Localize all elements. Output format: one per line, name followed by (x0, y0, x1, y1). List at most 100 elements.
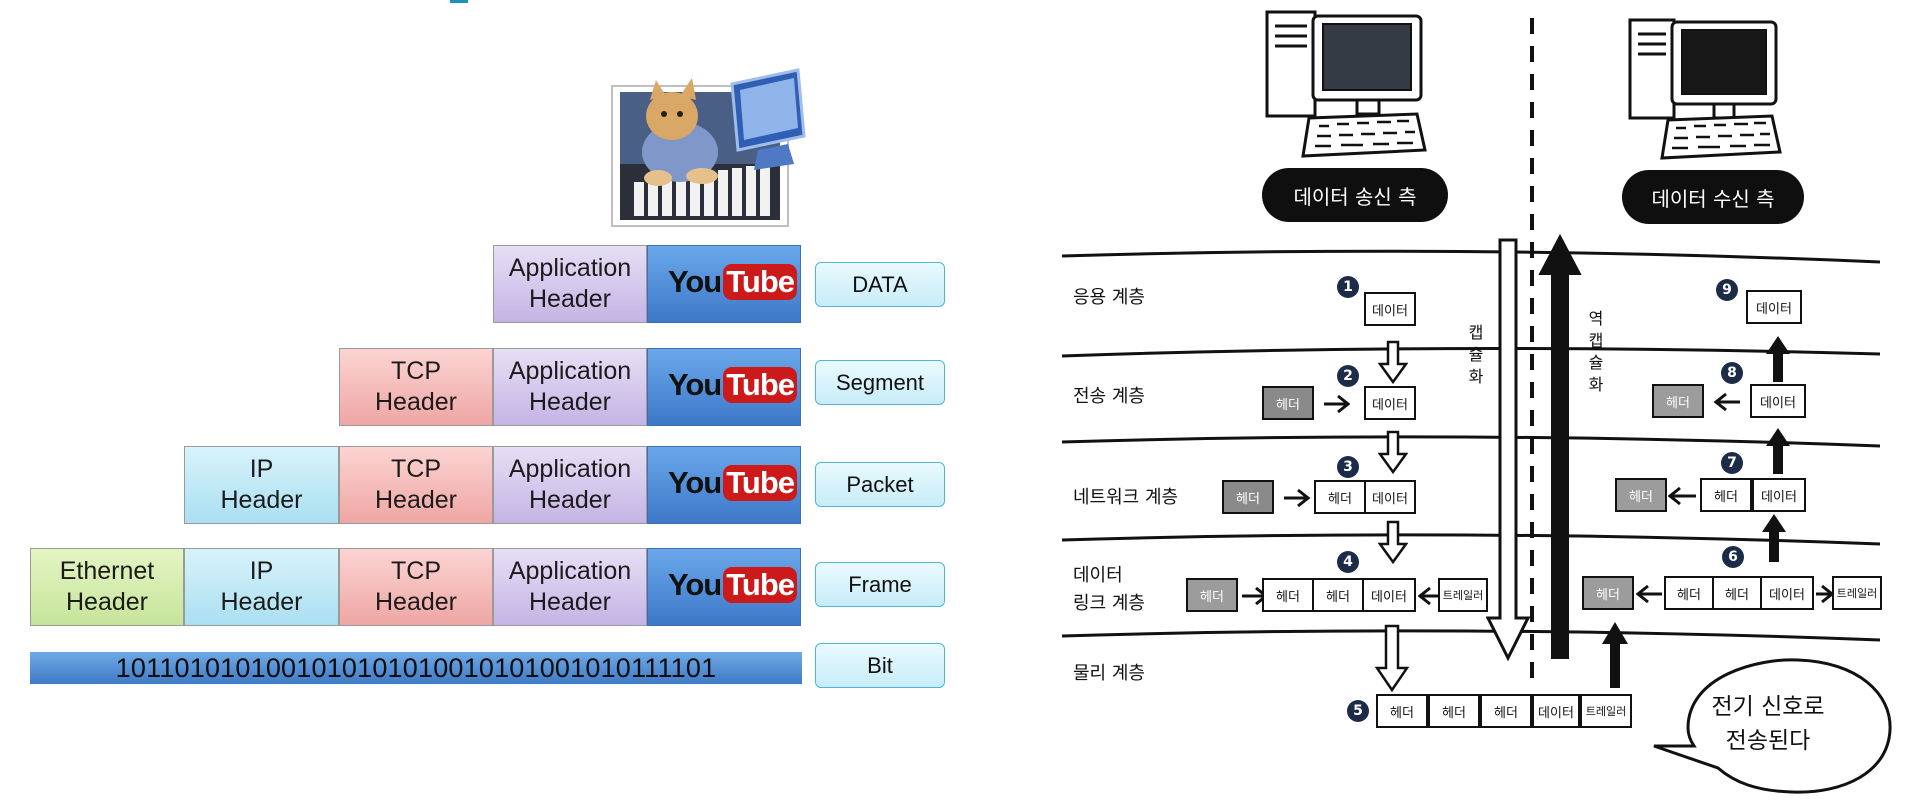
data-box: 데이터 (1362, 578, 1416, 612)
trailer-box: 트레일러 (1580, 694, 1632, 728)
step-badge: 3 (1337, 456, 1359, 478)
header-box: 헤더 (1615, 478, 1667, 512)
layer-name-datalink: 데이터 링크 계층 (1073, 565, 1145, 614)
encapsulation-label: 캡 슐 화 (1468, 323, 1484, 386)
network-boundary-line (1530, 18, 1534, 680)
trailer-box: 트레일러 (1438, 578, 1488, 612)
header-box: 헤더 (1712, 576, 1762, 610)
layer-name-transport: 전송 계층 (1073, 386, 1145, 407)
youtube-logo-you: You (668, 367, 722, 402)
up-arrow-icon (1766, 336, 1790, 382)
data-box: 데이터 (1746, 290, 1802, 324)
bit-stream: 1011010101001010101010010101001010111101 (30, 652, 802, 684)
data-box: 데이터 (1364, 292, 1416, 326)
youtube-logo-tube: Tube (723, 567, 797, 603)
cat-keyboard-illustration (610, 64, 812, 232)
header-box: 헤더 (1376, 694, 1428, 728)
step-badge: 1 (1337, 276, 1359, 298)
step-badge: 9 (1716, 279, 1738, 301)
header-box: 헤더 (1700, 478, 1752, 512)
header-box: 헤더 (1186, 578, 1238, 612)
data-box: 데이터 (1532, 694, 1580, 728)
layer-name-network: 네트워크 계층 (1073, 487, 1179, 508)
sender-computer-icon (1265, 8, 1435, 163)
left-arrow-icon (1636, 584, 1662, 604)
up-arrow-icon (1766, 428, 1790, 474)
down-arrow-icon (1378, 430, 1408, 474)
application-header-cell: Application Header (493, 446, 647, 524)
decapsulation-label: 역 캡 슐 화 (1588, 309, 1604, 394)
layer-name-application: 응용 계층 (1073, 287, 1145, 308)
receiver-label: 데이터 수신 측 (1622, 170, 1804, 224)
layer-label-data: DATA (815, 262, 945, 307)
step-badge: 4 (1337, 551, 1359, 573)
sender-label: 데이터 송신 측 (1262, 168, 1448, 222)
application-header-cell: Application Header (493, 348, 647, 426)
tcp-header-cell: TCP Header (339, 548, 493, 626)
step-badge: 8 (1721, 362, 1743, 384)
youtube-logo-tube: Tube (723, 465, 797, 501)
right-arrow-icon (1324, 394, 1350, 414)
youtube-logo-you: You (668, 567, 722, 602)
step-badge: 6 (1722, 546, 1744, 568)
ip-header-cell: IP Header (184, 548, 339, 626)
layer-label-bit: Bit (815, 643, 945, 688)
trailer-box: 트레일러 (1832, 576, 1882, 610)
step-badge: 5 (1347, 700, 1369, 722)
application-header-cell: Application Header (493, 548, 647, 626)
youtube-logo-tube: Tube (723, 367, 797, 403)
data-box: 데이터 (1364, 386, 1416, 420)
down-arrow-icon (1378, 340, 1408, 384)
left-arrow-icon (1714, 392, 1740, 412)
ethernet-header-cell: Ethernet Header (30, 548, 184, 626)
data-box: 데이터 (1760, 576, 1814, 610)
layer-label-packet: Packet (815, 462, 945, 507)
left-arrow-icon (1668, 486, 1696, 506)
application-header-cell: Application Header (493, 245, 647, 323)
header-box: 헤더 (1312, 578, 1364, 612)
layer-label-segment: Segment (815, 360, 945, 405)
left-arrow-icon (1418, 586, 1438, 606)
header-box: 헤더 (1664, 576, 1714, 610)
youtube-logo-you: You (668, 465, 722, 500)
tcp-header-cell: TCP Header (339, 446, 493, 524)
right-arrow-icon (1284, 488, 1310, 508)
ip-header-cell: IP Header (184, 446, 339, 524)
youtube-logo-you: You (668, 264, 722, 299)
tcp-header-cell: TCP Header (339, 348, 493, 426)
header-box: 헤더 (1652, 384, 1704, 418)
layer-divider-lines (1061, 249, 1881, 642)
up-arrow-icon (1602, 622, 1628, 688)
speech-bubble (1653, 658, 1892, 794)
layer-name-physical: 물리 계층 (1073, 663, 1145, 684)
header-box: 헤더 (1582, 576, 1634, 610)
receiver-computer-icon (1628, 14, 1788, 164)
youtube-logo-tube: Tube (723, 264, 797, 300)
header-box: 헤더 (1262, 578, 1314, 612)
step-badge: 2 (1337, 365, 1359, 387)
header-box: 헤더 (1314, 480, 1366, 514)
encapsulation-arrow-icon (1486, 238, 1530, 662)
data-box: 데이터 (1752, 478, 1806, 512)
layer-label-frame: Frame (815, 562, 945, 607)
data-box: 데이터 (1364, 480, 1416, 514)
step-badge: 7 (1721, 452, 1743, 474)
header-box: 헤더 (1428, 694, 1480, 728)
top-accent-line (450, 0, 468, 3)
up-arrow-icon (1762, 514, 1786, 562)
decapsulation-arrow-icon (1538, 234, 1582, 659)
bubble-text: 전기 신호로 전송된다 (1711, 694, 1825, 754)
header-box: 헤더 (1262, 386, 1314, 420)
down-arrow-icon (1375, 624, 1409, 692)
right-arrow-icon (1816, 584, 1834, 604)
header-box: 헤더 (1222, 480, 1274, 514)
down-arrow-icon (1378, 520, 1408, 564)
header-box: 헤더 (1480, 694, 1532, 728)
